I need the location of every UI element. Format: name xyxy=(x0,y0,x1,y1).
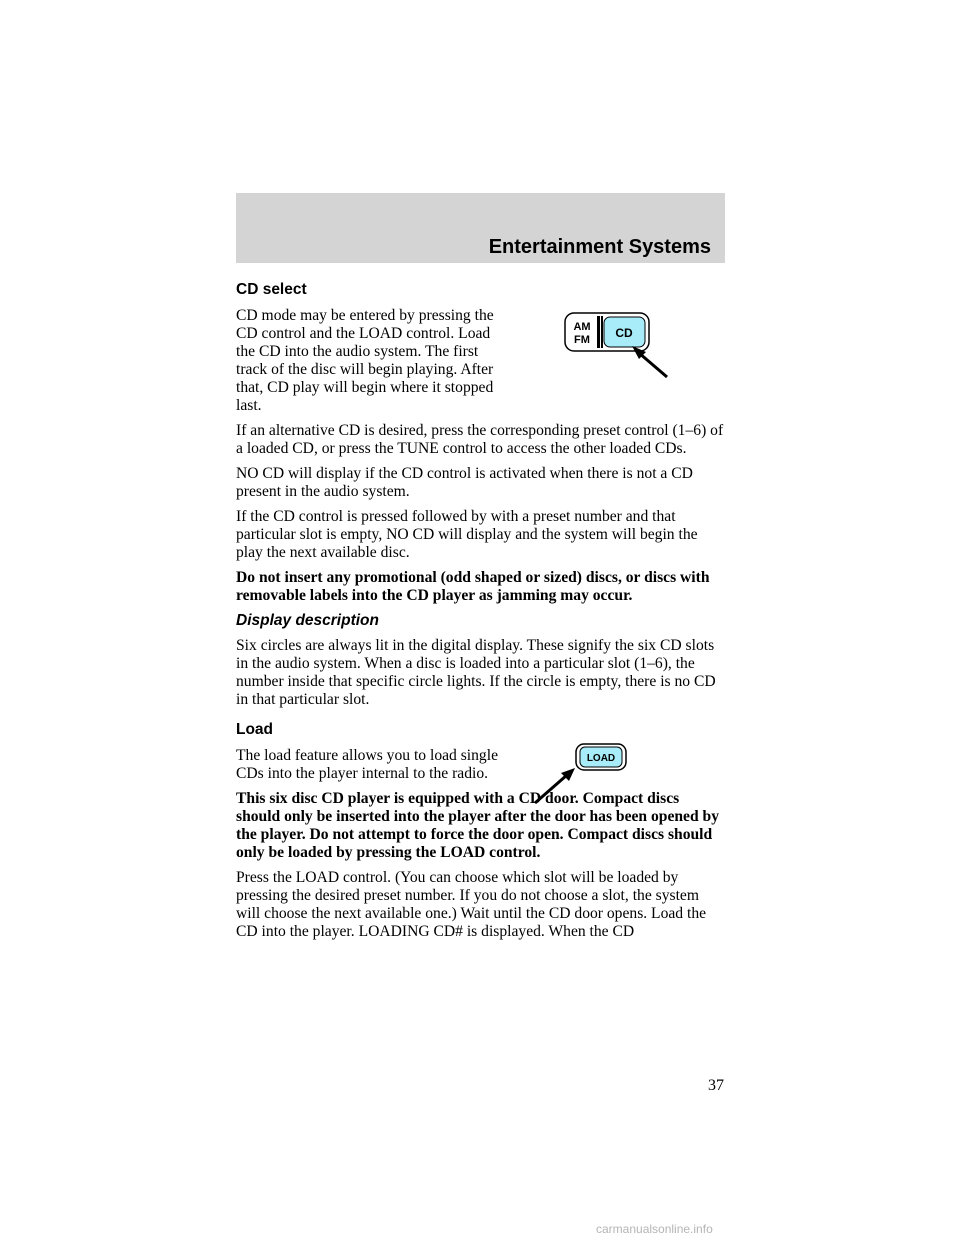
section-title: Entertainment Systems xyxy=(488,236,711,258)
cd-select-paragraph-3: If the CD control is pressed followed by… xyxy=(236,508,698,561)
load-paragraph: Press the LOAD control. (You can choose … xyxy=(236,869,707,940)
cd-select-warning: Do not insert any promotional (odd shape… xyxy=(236,569,710,604)
load-button xyxy=(579,746,623,768)
arrow-head-icon xyxy=(561,768,575,781)
load-intro: The load feature allows you to load sing… xyxy=(236,747,498,782)
arrow-line xyxy=(638,351,668,379)
cd-control-illustration: AM FM CD xyxy=(564,312,668,379)
cd-button xyxy=(603,316,646,348)
cd-select-paragraph-1: If an alternative CD is desired, press t… xyxy=(236,422,724,457)
cd-control-divider-2 xyxy=(601,316,603,348)
header-band: Entertainment Systems xyxy=(236,193,725,263)
cd-select-paragraph-2: NO CD will display if the CD control is … xyxy=(236,465,693,500)
cd-label: CD xyxy=(615,326,633,340)
load-warning: This six disc CD player is equipped with… xyxy=(236,790,720,861)
display-description-paragraph: Six circles are always lit in the digita… xyxy=(236,637,716,708)
arrow-line xyxy=(534,773,568,805)
arrow-head-icon xyxy=(632,346,646,359)
cd-select-heading: CD select xyxy=(236,281,307,298)
load-control-illustration: LOAD xyxy=(534,743,627,805)
load-label: LOAD xyxy=(587,753,615,764)
am-label: AM xyxy=(573,321,590,333)
fm-label: FM xyxy=(574,334,590,346)
page-content: CD select CD mode may be entered by pres… xyxy=(236,281,725,948)
page-number: 37 xyxy=(708,1077,724,1094)
watermark: carmanualsonline.info xyxy=(596,1222,713,1236)
cd-control-divider xyxy=(597,316,600,348)
display-description-heading: Display description xyxy=(236,612,379,629)
cd-select-intro: CD mode may be entered by pressing the C… xyxy=(236,307,494,414)
load-heading: Load xyxy=(236,721,274,738)
